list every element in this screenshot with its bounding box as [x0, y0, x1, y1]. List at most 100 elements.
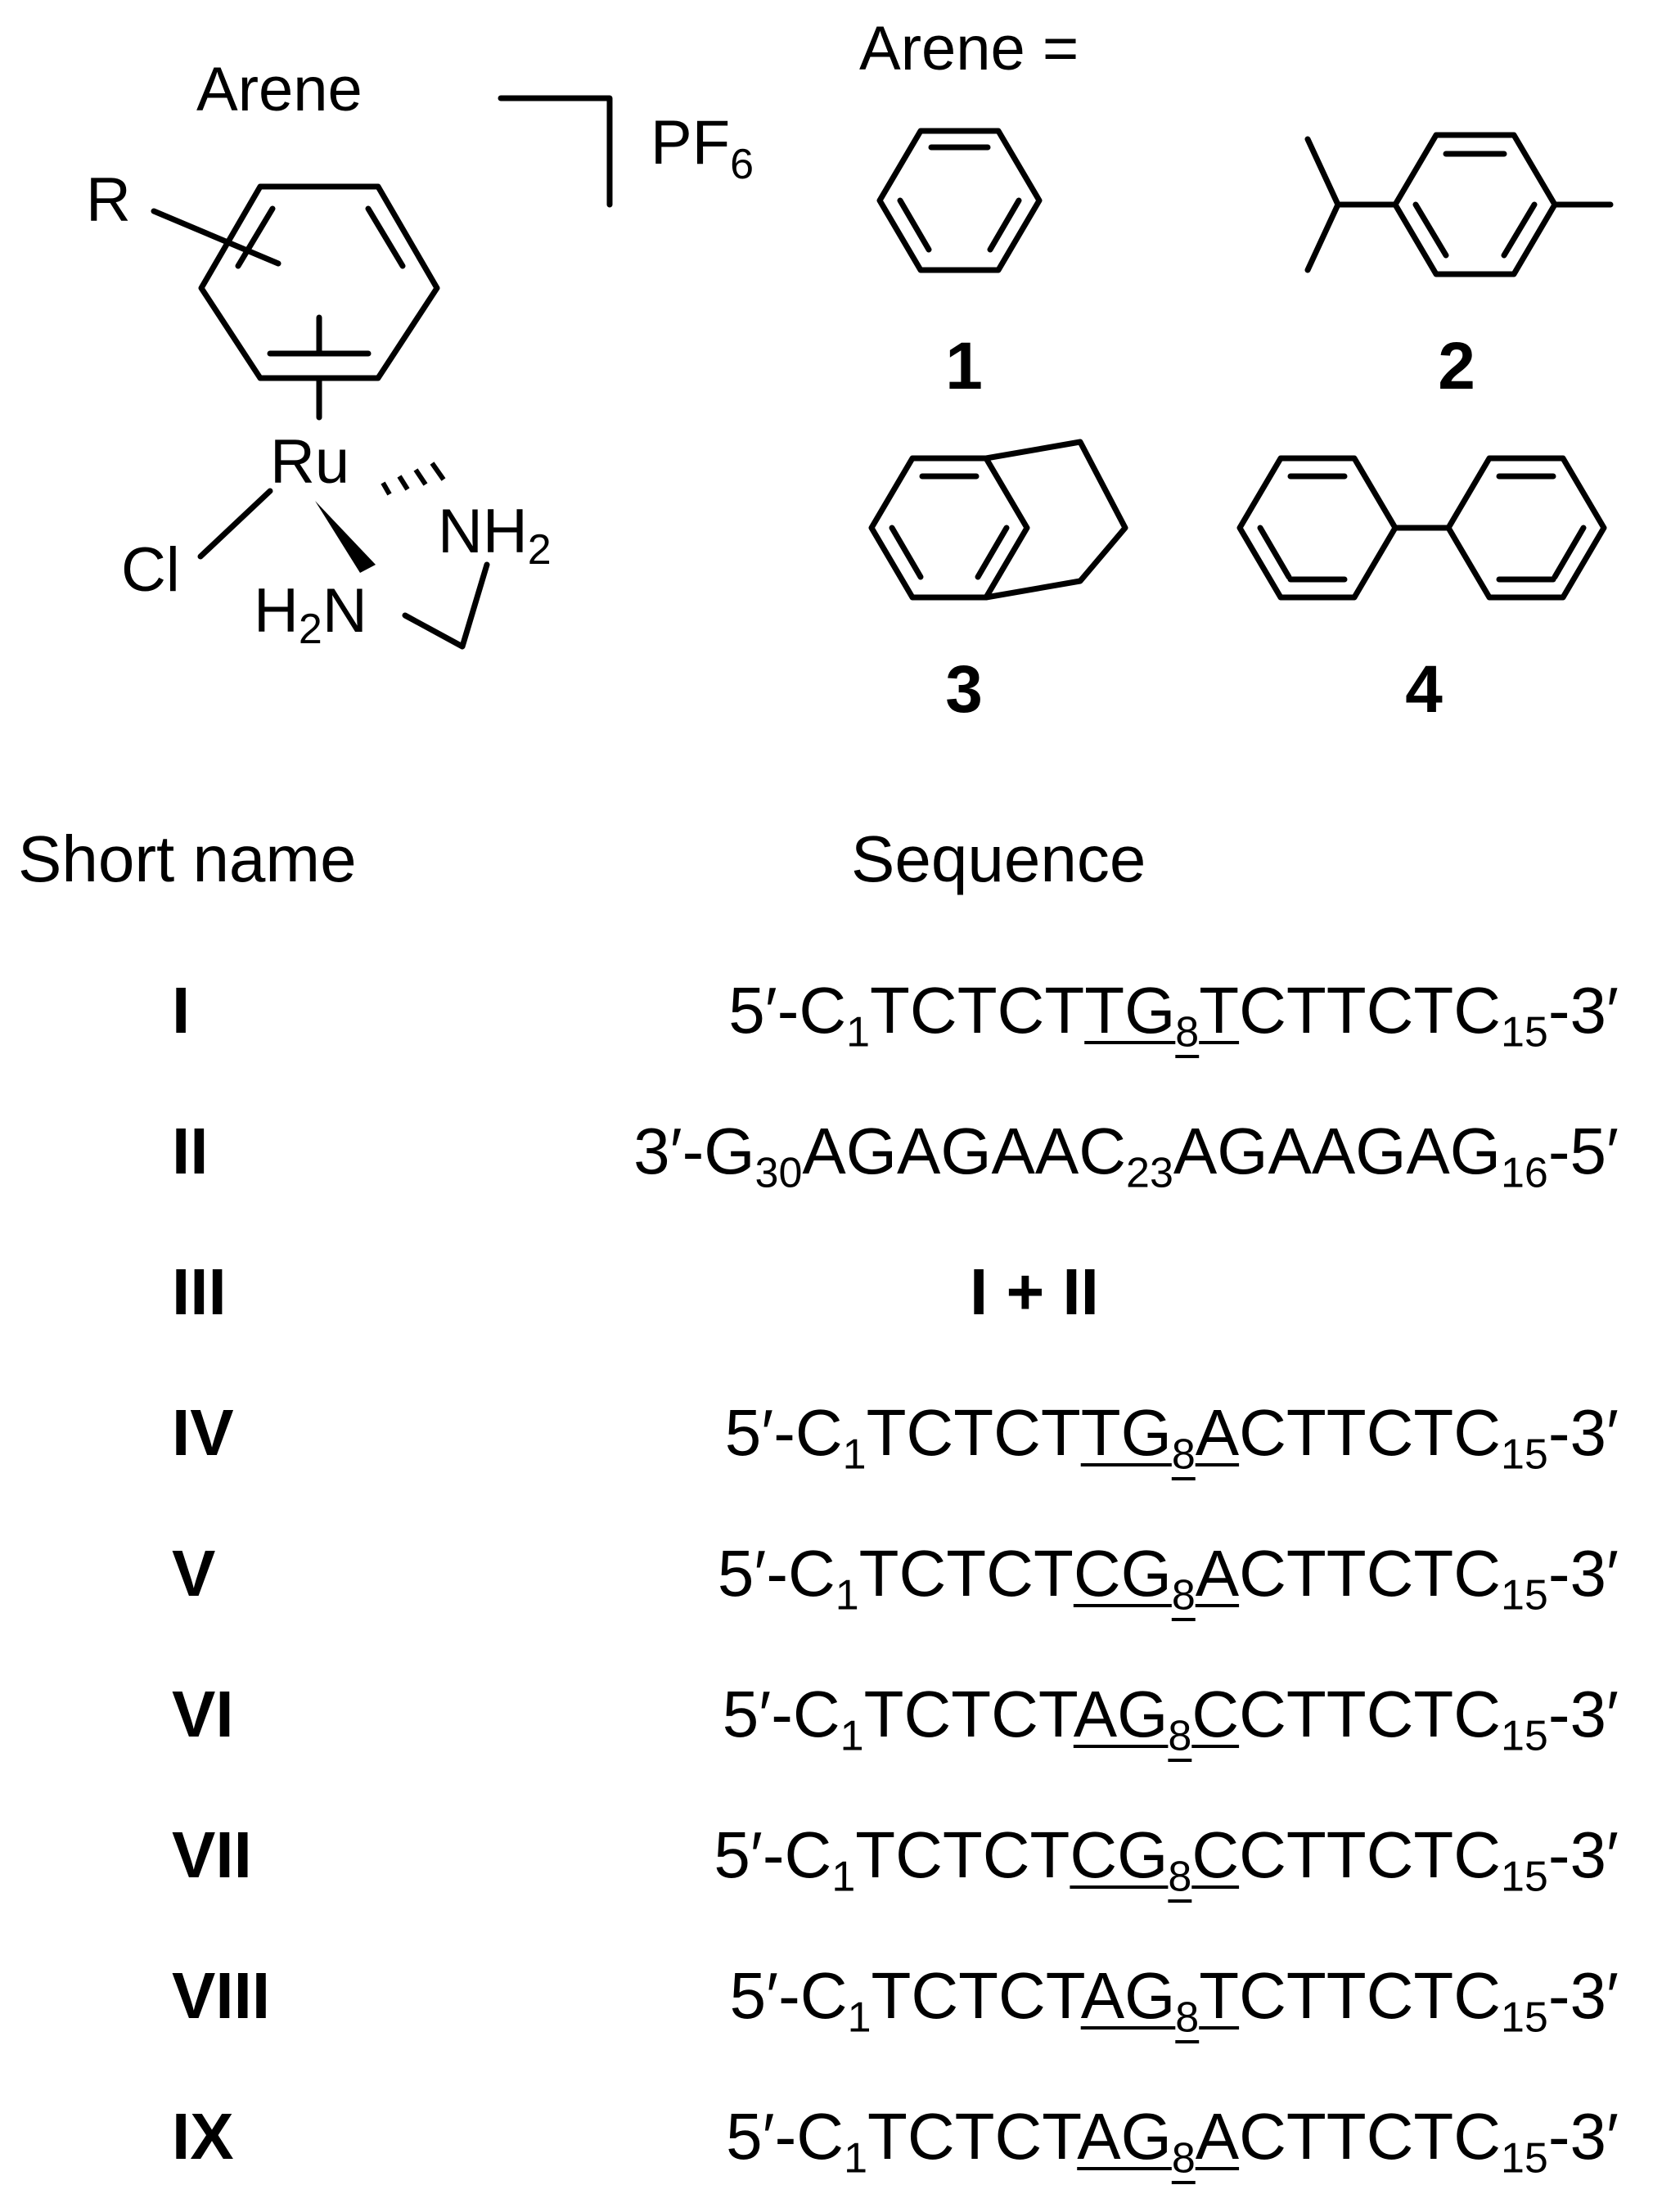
sequence-segment: 5′-C: [729, 1959, 848, 2032]
row-sequence: 5′-C1TCTCTTG8TCTTCTC15-3′: [728, 970, 1619, 1054]
chemical-structures: Arene R Ru Cl NH2 H2N PF6 Are: [86, 14, 1614, 727]
sequence-segment: 1: [840, 1712, 864, 1760]
sequence-segment: 15: [1501, 1994, 1548, 2042]
row-short-name: VI: [172, 1678, 234, 1750]
sequence-segment: 1: [844, 2134, 867, 2183]
arene-3-indane: 3: [868, 439, 1128, 727]
sequence-segment: AGAGAAC: [802, 1115, 1127, 1187]
row-short-name: II: [172, 1115, 209, 1187]
sequence-segment: -3′: [1547, 2100, 1619, 2173]
sequence-segment: 5′-C: [724, 1396, 843, 1469]
row-short-name: III: [172, 1255, 227, 1328]
sequence-segment: TCTCT: [866, 1396, 1081, 1469]
cl-label: Cl: [121, 535, 180, 605]
row-sequence: 5′-C1TCTCTCG8ACTTCTC15-3′: [718, 1533, 1619, 1617]
sequence-segment: 15: [1501, 2134, 1548, 2183]
sequence-segment: 16: [1501, 1149, 1548, 1197]
row-short-name: VII: [172, 1818, 252, 1891]
header-short-name: Short name: [18, 822, 357, 895]
row-short-name: VIII: [172, 1959, 271, 2032]
sequence-segment: 5′-C: [726, 2100, 845, 2173]
table-row: III I + II: [0, 1251, 1680, 1333]
sequence-segment: TCTCT: [871, 1959, 1081, 2032]
arene-number-2: 2: [1438, 329, 1475, 403]
arene-2-cymene: 2: [1304, 132, 1614, 403]
sequence-segment: AG: [1073, 1678, 1169, 1750]
sequence-segment: 15: [1501, 1571, 1548, 1620]
sequence-segment: CTTCTC: [1239, 1396, 1502, 1469]
row-sequence: 5′-C1TCTCTAG8CCTTCTC15-3′: [722, 1674, 1619, 1758]
arene-number-3: 3: [945, 652, 983, 727]
hashed-bond: [381, 462, 446, 496]
sequence-segment: C: [1191, 1818, 1240, 1891]
sequence-segment: 8: [1171, 1430, 1196, 1479]
sequence-segment: CTTCTC: [1239, 1818, 1502, 1891]
arene-4-biphenyl: 4: [1236, 455, 1607, 727]
row-sequence: I + II: [970, 1251, 1099, 1333]
sequence-segment: 3′-G: [633, 1115, 755, 1187]
sequence-segment: C: [1191, 1678, 1240, 1750]
wedge-bond: [315, 501, 376, 573]
sequence-segment: -3′: [1547, 1396, 1619, 1469]
ruthenium-complex: Arene R Ru Cl NH2 H2N PF6: [86, 55, 754, 653]
table-row: VI 5′-C1TCTCTAG8CCTTCTC15-3′: [0, 1674, 1680, 1758]
sequence-segment: 8: [1171, 2134, 1196, 2183]
h2n-label: H2N: [254, 576, 367, 653]
r-label: R: [86, 165, 131, 235]
header-sequence: Sequence: [851, 822, 1146, 895]
sequence-segment: A: [1195, 1396, 1240, 1469]
sequence-segment: 5′-C: [722, 1678, 840, 1750]
sequence-segment: 15: [1501, 1712, 1548, 1760]
sequence-segment: CTTCTC: [1239, 974, 1502, 1047]
row-short-name: V: [172, 1537, 216, 1610]
sequence-segment: T: [1199, 974, 1240, 1047]
sequence-segment: 15: [1501, 1008, 1548, 1056]
sequence-segment: CTTCTC: [1239, 1537, 1502, 1610]
sequence-segment: CG: [1070, 1818, 1169, 1891]
r-bond: [151, 208, 282, 267]
sequence-segment: 5′-C: [728, 974, 847, 1047]
ru-label: Ru: [270, 427, 349, 497]
sequence-segment: A: [1195, 1537, 1240, 1610]
sequence-segment: TCTCT: [863, 1678, 1074, 1750]
sequence-segment: 8: [1175, 1994, 1200, 2042]
ru-cl-bond: [197, 488, 273, 560]
row-sequence: 5′-C1TCTCTAG8TCTTCTC15-3′: [729, 1955, 1619, 2039]
ethylene-bridge: [402, 561, 490, 650]
sequence-segment: -3′: [1547, 1959, 1619, 2032]
sequence-segment: 1: [842, 1430, 867, 1479]
sequence-segment: TG: [1084, 974, 1176, 1047]
sequence-segment: I + II: [970, 1255, 1099, 1328]
arene-label: Arene: [196, 55, 363, 124]
sequence-segment: AG: [1077, 2100, 1172, 2173]
sequence-segment: TCTCT: [870, 974, 1085, 1047]
sequence-segment: -3′: [1547, 1678, 1619, 1750]
counterion-label: PF6: [651, 108, 754, 188]
sequence-segment: TCTCT: [858, 1537, 1074, 1610]
sequence-segment: 5′-C: [714, 1818, 832, 1891]
sequence-segment: T: [1199, 1959, 1240, 2032]
sequence-segment: CTTCTC: [1239, 2100, 1502, 2173]
sequence-segment: 1: [846, 1008, 871, 1056]
sequence-segment: AG: [1080, 1959, 1176, 2032]
sequence-segment: -5′: [1547, 1115, 1619, 1187]
sequence-segment: CTTCTC: [1239, 1678, 1502, 1750]
bracket: [498, 95, 613, 208]
sequence-segment: 1: [835, 1571, 859, 1620]
sequence-segment: -3′: [1547, 974, 1619, 1047]
sequence-segment: -3′: [1547, 1537, 1619, 1610]
sequence-segment: 1: [831, 1853, 856, 1901]
sequence-segment: 8: [1168, 1853, 1192, 1901]
sequence-segment: 30: [754, 1149, 803, 1197]
sequence-segment: CTTCTC: [1239, 1959, 1502, 2032]
sequence-segment: TCTCT: [867, 2100, 1078, 2173]
arene-number-4: 4: [1405, 652, 1443, 727]
row-short-name: IX: [172, 2100, 234, 2173]
sequence-segment: 8: [1168, 1712, 1192, 1760]
